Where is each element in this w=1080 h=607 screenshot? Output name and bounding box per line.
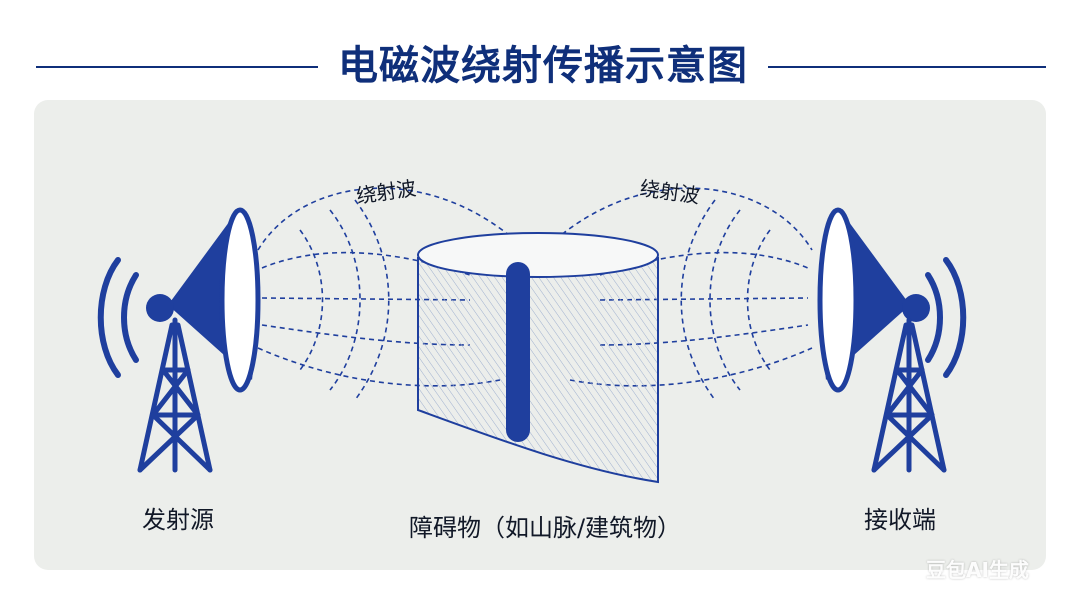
wavefront-right-3 (680, 199, 716, 401)
transmitter-signal-icon (97, 257, 139, 378)
obstacle-label: 障碍物（如山脉/建筑物） (408, 514, 682, 542)
obstacle-top (417, 232, 659, 278)
receiver-antenna (817, 207, 967, 473)
wavefront-left-1 (299, 229, 324, 371)
wavefront-right-2 (709, 209, 741, 391)
source-label: 发射源 (142, 506, 214, 534)
obstacle-center-ridge (506, 262, 530, 442)
receiver-dish-icon (817, 207, 930, 393)
receiver-tower-icon (871, 317, 947, 473)
wave-line-1-left (261, 251, 471, 276)
wave-line-1-right (599, 251, 809, 276)
transmitter-tower-icon (137, 317, 213, 473)
wave-line-3-right (599, 324, 809, 346)
wave-line-2-right (599, 297, 809, 301)
wave-arc-top-left (257, 187, 516, 251)
watermark: 豆包AI生成 (926, 558, 1029, 582)
transmitter-antenna (97, 207, 261, 473)
wavefront-left-3 (354, 199, 390, 401)
wave-arc-top-right (554, 187, 813, 251)
receiver-label: 接收端 (864, 506, 936, 534)
obstacle (417, 232, 659, 484)
obstacle-body (417, 257, 659, 484)
wavefront-left-2 (329, 209, 361, 391)
page-title: 电磁波绕射传播示意图 (338, 43, 748, 89)
title-row: 电磁波绕射传播示意图 (0, 38, 1080, 94)
wavefront-right-1 (746, 229, 771, 371)
transmitter-dish-icon (146, 207, 261, 393)
receiver-signal-icon (925, 257, 967, 378)
title-divider-left (36, 66, 318, 68)
title-divider-right (768, 66, 1046, 68)
